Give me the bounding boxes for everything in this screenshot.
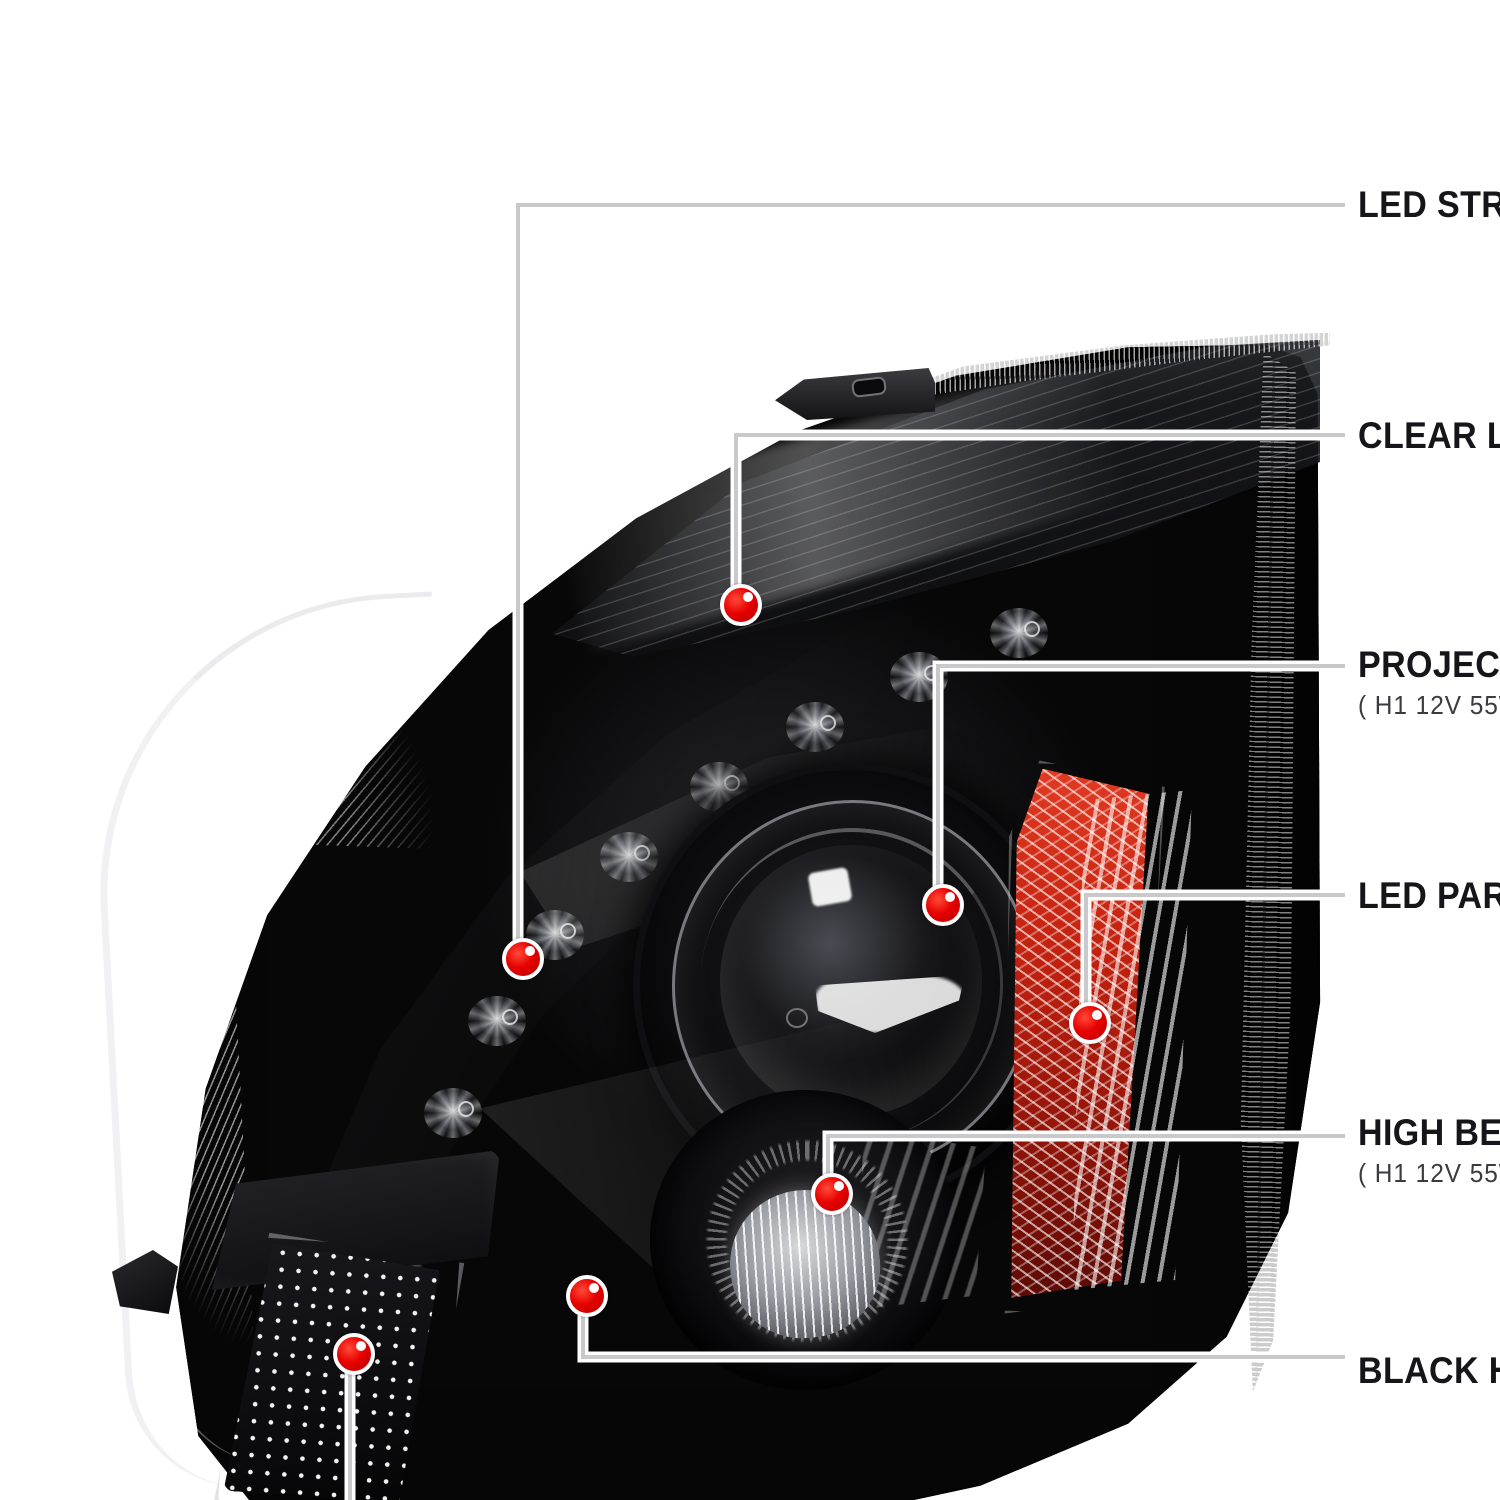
- leader-line-halo-projector: [932, 660, 1345, 894]
- callout-marker-led-parking-light[interactable]: [1069, 1002, 1111, 1044]
- callout-label-high-beam: HIGH BEAM ( H1 12V 55W ): [1358, 1113, 1500, 1189]
- callout-marker-projector[interactable]: [922, 884, 964, 926]
- callout-marker-clear-lens[interactable]: [720, 584, 762, 626]
- callout-marker-black-housing[interactable]: [566, 1275, 608, 1317]
- callout-label-black-housing: BLACK HOUSING: [1358, 1351, 1500, 1391]
- callout-label-text-clear-lens: CLEAR LENS: [1358, 415, 1500, 456]
- callout-label-led-strip: LED STRIP: [1358, 185, 1500, 225]
- leader-line-led-parking-light: [1084, 893, 1345, 1012]
- marker-highlight: [588, 1283, 599, 1294]
- marker-highlight: [944, 892, 955, 903]
- led-cell: [468, 996, 526, 1046]
- callout-label-text-high-beam: HIGH BEAM: [1358, 1112, 1500, 1153]
- leader-line-halo-clear-lens: [730, 429, 1345, 594]
- marker-highlight: [355, 1341, 366, 1352]
- leader-line-halo-high-beam: [822, 1130, 1345, 1183]
- callout-label-led-parking-light: LED PARKING LIGHT: [1358, 876, 1500, 916]
- leader-line-clear-lens: [734, 433, 1345, 594]
- callout-sublabel-text-projector: ( H1 12V 55W ): [1358, 690, 1500, 720]
- marker-highlight: [742, 592, 753, 603]
- callout-marker-high-beam[interactable]: [811, 1173, 853, 1215]
- callout-sublabel-text-high-beam: ( H1 12V 55W ): [1358, 1158, 1500, 1188]
- led-cell: [786, 702, 844, 752]
- led-cell: [990, 608, 1048, 658]
- callout-label-text-led-strip: LED STRIP: [1358, 184, 1500, 225]
- callout-label-text-projector: PROJECTOR: [1358, 644, 1500, 685]
- leader-line-halo-led-strip: [512, 199, 1345, 948]
- leader-line-halo-black-housing: [577, 1300, 1345, 1363]
- marker-highlight: [524, 946, 535, 957]
- leader-line-led-strip: [516, 203, 1345, 948]
- callout-label-text-led-parking-light: LED PARKING LIGHT: [1358, 875, 1500, 916]
- housing-screw: [786, 1008, 808, 1028]
- callout-label-clear-lens: CLEAR LENS: [1358, 416, 1500, 456]
- callout-label-text-black-housing: BLACK HOUSING: [1358, 1350, 1500, 1391]
- callout-marker-led-strip[interactable]: [502, 938, 544, 980]
- callout-marker-mesh-panel[interactable]: [333, 1333, 375, 1375]
- marker-highlight: [833, 1181, 844, 1192]
- marker-highlight: [1091, 1010, 1102, 1021]
- led-cell: [600, 832, 658, 882]
- leader-line-projector: [936, 664, 1345, 894]
- leader-line-black-housing: [581, 1300, 1345, 1359]
- led-cell: [424, 1088, 482, 1138]
- leader-line-halo-led-parking-light: [1080, 889, 1345, 1012]
- leader-line-high-beam: [826, 1134, 1345, 1183]
- callout-label-projector: PROJECTOR ( H1 12V 55W ): [1358, 645, 1500, 721]
